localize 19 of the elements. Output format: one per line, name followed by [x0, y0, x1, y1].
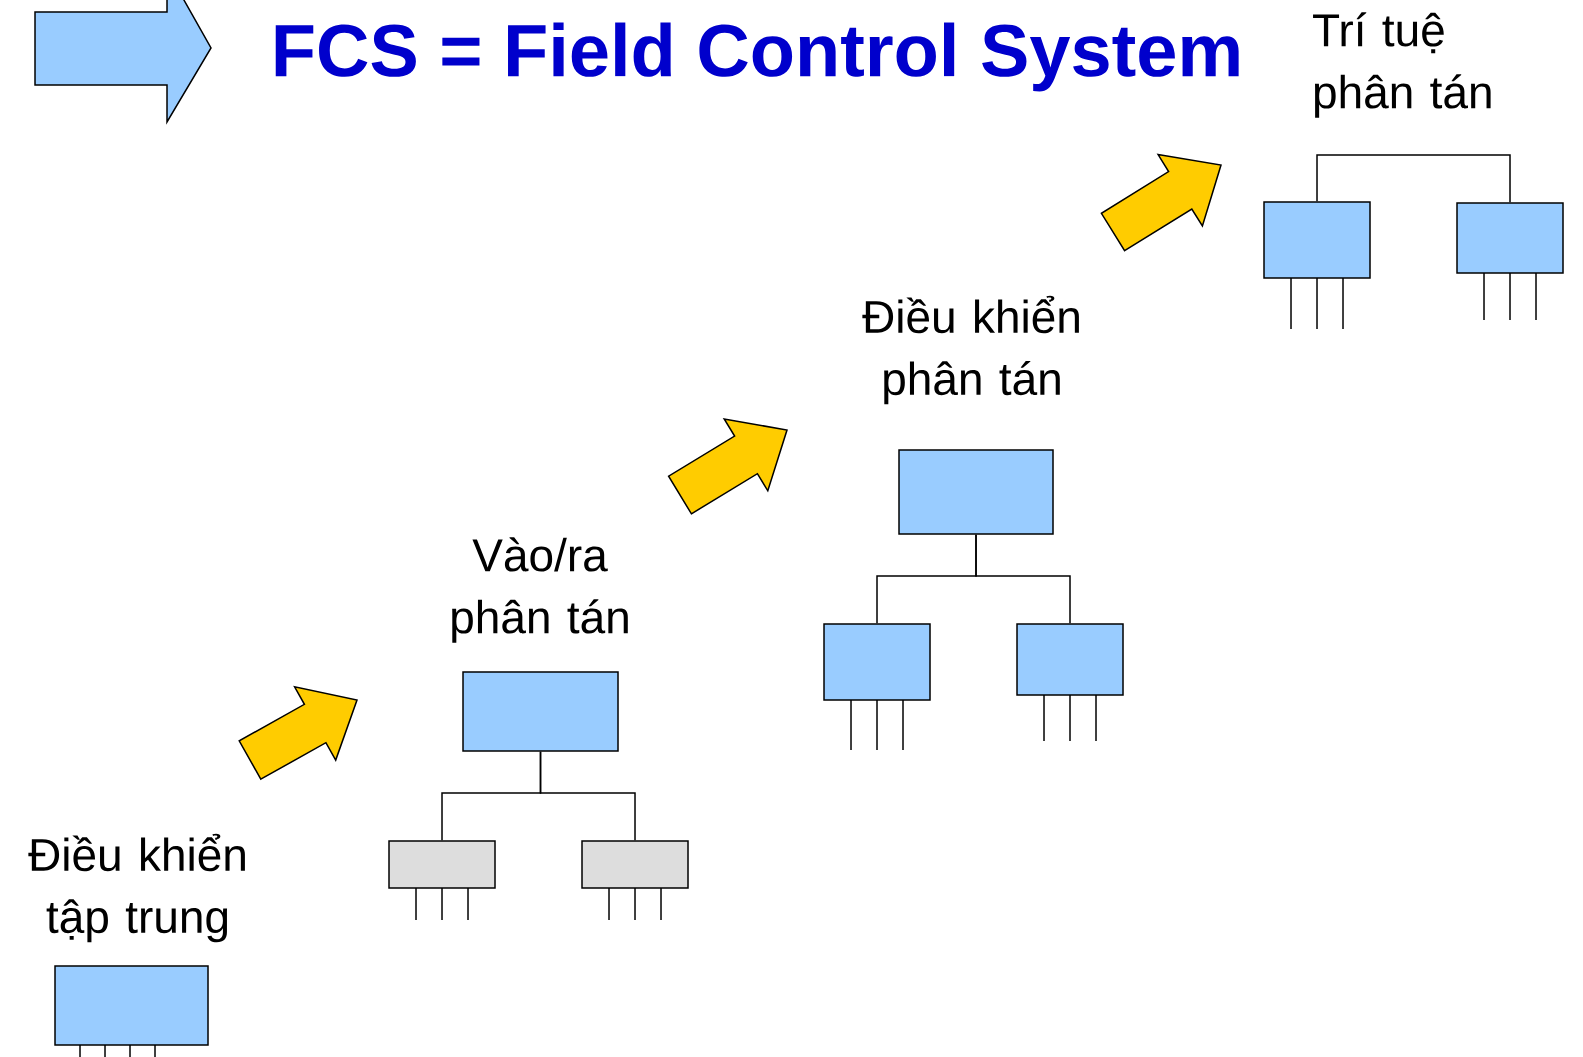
module-box	[1456, 202, 1564, 321]
module-box	[54, 965, 209, 1057]
controller-box	[898, 449, 1054, 535]
connector-line	[539, 751, 636, 841]
connector-line	[1316, 154, 1511, 203]
module-box	[581, 840, 689, 921]
controller-box	[462, 671, 619, 752]
title: FCS = Field Control System	[275, 22, 1239, 92]
module-box	[823, 623, 931, 751]
connector-line	[975, 534, 1071, 624]
module-box	[1263, 201, 1371, 330]
stage-label: Vào/ra phân tán	[452, 537, 628, 643]
block-arrow	[667, 417, 788, 515]
stage-label: Điều khiển phân tán	[862, 295, 1079, 405]
block-arrow	[1100, 153, 1222, 252]
module-box	[388, 840, 496, 921]
stage-label: Điều khiển tập trung	[28, 833, 245, 943]
module-box	[1016, 623, 1124, 742]
stage-label: Trí tuệ phân tán	[1313, 12, 1491, 118]
